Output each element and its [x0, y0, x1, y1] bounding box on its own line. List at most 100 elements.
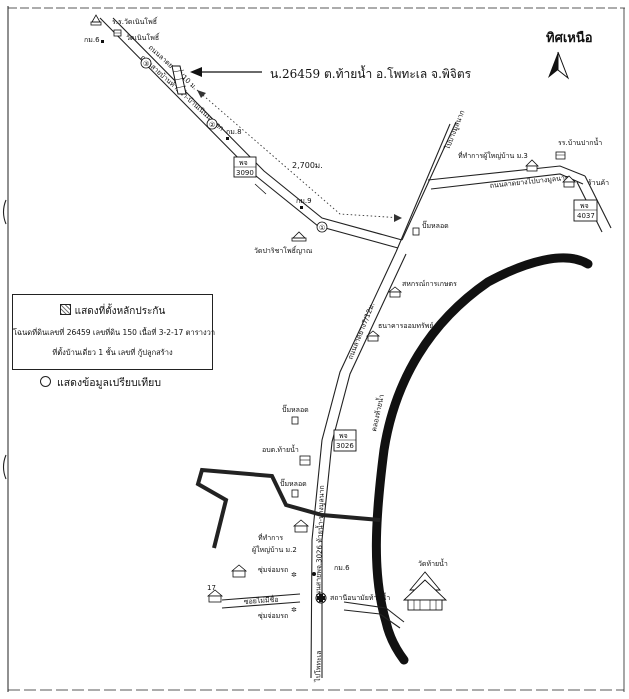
- gas-station-icon: [291, 416, 299, 425]
- temple-icon: [90, 14, 102, 26]
- building-icon: [387, 286, 403, 298]
- svg-text:พจ: พจ: [239, 159, 248, 167]
- legend-title: แสดงที่ตั้งหลักประกัน: [74, 306, 166, 317]
- marker-3: ③: [140, 57, 152, 69]
- soi-road-b: [221, 601, 301, 609]
- road-south-b: [321, 253, 407, 678]
- legend-house-line: ที่ตั้งบ้านเดี่ยว 1 ชั้น เลขที่ กู้ปลูกส…: [52, 348, 173, 357]
- gas-station-2-label: ปั๊มหลอด: [282, 404, 309, 414]
- hatch-swatch-icon: [59, 304, 71, 315]
- gas-station-3-label: ปั๊มหลอด: [280, 478, 307, 488]
- road-main-west-b: [112, 17, 403, 241]
- svg-text:③: ③: [143, 60, 149, 68]
- cooperative-label: สหกรณ์การเกษตร: [402, 280, 457, 288]
- temple-school-label: ร.ร.วัดเนินโพธิ์: [112, 16, 158, 26]
- bank-label: ธนาคารออมทรัพย์: [378, 322, 433, 330]
- road-south-label: ถนนสายพจ.3026 ท้ายน้ำ-บางมูลนาก: [311, 485, 326, 600]
- temple-thai-nam-label: วัดท้ายน้ำ: [418, 557, 448, 568]
- north-label: ทิศเหนือ: [546, 30, 593, 46]
- road-ne-spur-a: [584, 175, 612, 229]
- road-east-a: [427, 165, 586, 181]
- km17-label: 17: [207, 584, 216, 592]
- binding-hole-2: [2, 454, 7, 480]
- distance-line: [196, 89, 403, 219]
- bank-icon: [365, 330, 381, 342]
- shop-label: ร้านค้า: [588, 179, 609, 187]
- house-icon: [562, 175, 576, 188]
- legend-compare-label: แสดงข้อมูลเปรียบเทียบ: [57, 377, 162, 389]
- tambon-office-label: อบต.ท้ายน้ำ: [262, 443, 299, 454]
- school-icon: [555, 151, 566, 160]
- temple-road-a: [343, 601, 405, 623]
- distance-arrow-e-icon: [394, 214, 402, 222]
- workshop-1-icon: ✲: [291, 571, 297, 579]
- svg-text:3026: 3026: [336, 442, 354, 450]
- marker-2: ②: [206, 118, 218, 130]
- canal-road: [195, 467, 381, 549]
- svg-text:②: ②: [209, 121, 215, 129]
- km6-top-label: กม.6: [84, 36, 100, 44]
- site-pointer-arrow-icon: [190, 67, 202, 77]
- north-arrow-icon: [548, 51, 570, 80]
- office-icon: [299, 455, 311, 466]
- km-post-icon: [101, 40, 104, 43]
- gas-station-icon: [412, 227, 420, 236]
- health-center-icon: [315, 592, 327, 604]
- headman-m3-label: ที่ทำการผู้ใหญ่บ้าน ม.3: [458, 151, 528, 160]
- legend-box: แสดงที่ตั้งหลักประกัน โฉนดที่ดินเลขที่ 2…: [12, 294, 216, 370]
- workshop-1-label: ซุ่มจ่อมรถ: [258, 566, 288, 574]
- temple-pavilion-icon: [402, 571, 448, 611]
- circle-marker-icon: [40, 376, 51, 387]
- marker-1: ①: [316, 221, 328, 233]
- binding-hole-1: [2, 199, 7, 225]
- svg-text:พจ: พจ: [339, 432, 348, 440]
- km6-bottom-label: กม.6: [334, 564, 350, 572]
- house-icon: [525, 159, 539, 172]
- cemetery-temple-label: วัดปาริชาโพธิ์ญาณ: [254, 245, 313, 255]
- soi-label: ซอยไม่มีชื่อ: [244, 595, 279, 606]
- route-4037-sign: พจ 4037: [573, 199, 598, 222]
- river: [371, 253, 593, 665]
- svg-text:4037: 4037: [577, 212, 595, 220]
- soi-road-a: [221, 593, 301, 601]
- house-icon: [292, 519, 310, 533]
- road-main-west-a: [99, 17, 399, 249]
- to-bang-mun-nak: ไปบางมูลนาก: [442, 109, 466, 152]
- km-post-icon: [312, 572, 316, 576]
- school-pakhi-label: รร.บ้านปากน้ำ: [558, 136, 602, 147]
- school-icon: [113, 29, 122, 37]
- house-icon: [230, 564, 248, 578]
- legend-title-row: แสดงที่ตั้งหลักประกัน: [13, 304, 212, 319]
- canal-label: คลองท้ายน้ำ: [367, 393, 386, 432]
- workshop-2-label: ซุ่มจ่อมรถ: [258, 612, 288, 620]
- km-post-icon: [300, 206, 303, 209]
- road-east-label: ถนนลาดยางไปบางมูลนาก: [489, 173, 569, 190]
- house-icon: [206, 589, 224, 603]
- route-3090-sign: พจ 3090: [233, 156, 257, 178]
- gas-station-icon: [291, 489, 299, 498]
- road-east-b: [430, 173, 584, 190]
- legend-compare: แสดงข้อมูลเปรียบเทียบ: [40, 374, 161, 391]
- km8-label: กม.8: [226, 128, 242, 136]
- to-photalae: ไปโพทะเล: [313, 650, 323, 683]
- temple-label: วัดเนินโพธิ์: [126, 32, 160, 42]
- temple-icon: [291, 231, 307, 242]
- gas-station-1-label: ปั๊มหลอด: [422, 220, 449, 230]
- road-center-label: ถนนลาดยาง7/12ม.: [346, 302, 376, 361]
- svg-text:พจ: พจ: [580, 202, 589, 210]
- km-post-icon: [226, 137, 229, 140]
- distance-label: 2,700ม.: [292, 161, 323, 170]
- road-tick: [254, 183, 267, 195]
- workshop-2-icon: ✲: [291, 606, 297, 614]
- svg-text:3090: 3090: [236, 169, 254, 177]
- legend-deed-line: โฉนดที่ดินเลขที่ 26459 เลขที่ดิน 150 เนื…: [13, 328, 216, 337]
- route-3026-sign: พจ 3026: [333, 429, 357, 452]
- road-ne-b: [395, 123, 451, 253]
- annotation-title: น.26459 ต.ท้ายน้ำ อ.โพทะเล จ.พิจิตร: [270, 65, 472, 81]
- svg-text:①: ①: [319, 224, 325, 232]
- headman-m2-label-1: ที่ทำการ: [258, 533, 283, 542]
- road-ne-a: [401, 121, 457, 241]
- temple-road-b: [343, 609, 401, 629]
- distance-arrow-nw-icon: [197, 90, 206, 98]
